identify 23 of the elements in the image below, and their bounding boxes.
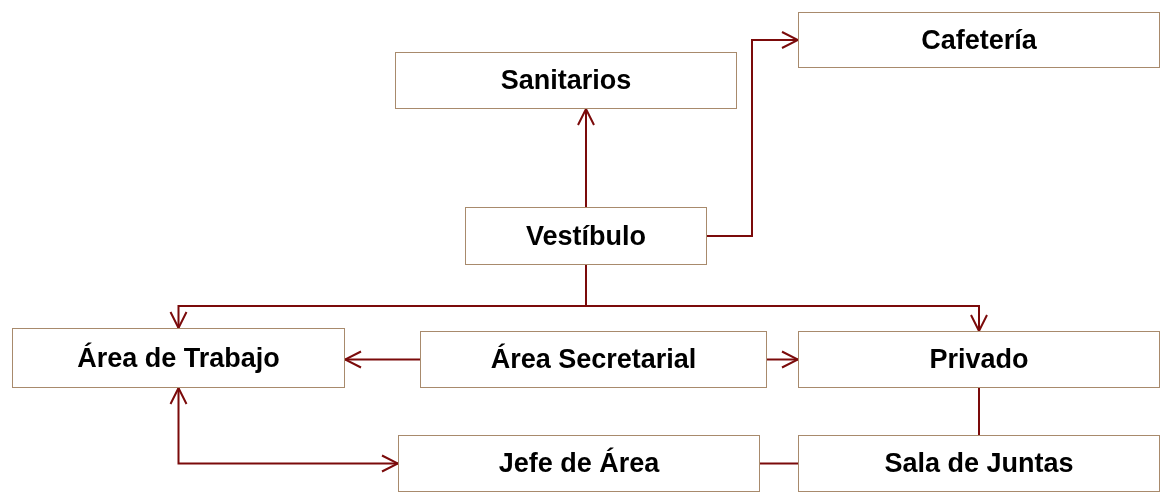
arrow [766, 350, 799, 369]
arrow [577, 108, 595, 208]
room-label: Jefe de Área [498, 446, 660, 481]
arrow [344, 350, 421, 369]
room-label: Cafetería [921, 23, 1037, 57]
room-box [12, 328, 345, 388]
connector-line [759, 462, 799, 465]
room-label: Sanitarios [500, 64, 632, 98]
room-label: Sala de Juntas [884, 447, 1074, 481]
room-label: Área de Trabajo [77, 341, 280, 375]
room-label: Vestíbulo [526, 219, 646, 253]
room-box [798, 331, 1160, 388]
room-label: Área Secretarial [490, 342, 697, 377]
room-box [798, 435, 1160, 492]
room-label: Privado [929, 343, 1029, 377]
arrow [169, 387, 399, 473]
room-box [798, 12, 1160, 68]
room-box [395, 52, 737, 109]
connector-line [978, 387, 980, 436]
room-box [420, 331, 767, 388]
room-box [398, 435, 760, 492]
arrow [706, 31, 799, 237]
room-box [465, 207, 707, 265]
